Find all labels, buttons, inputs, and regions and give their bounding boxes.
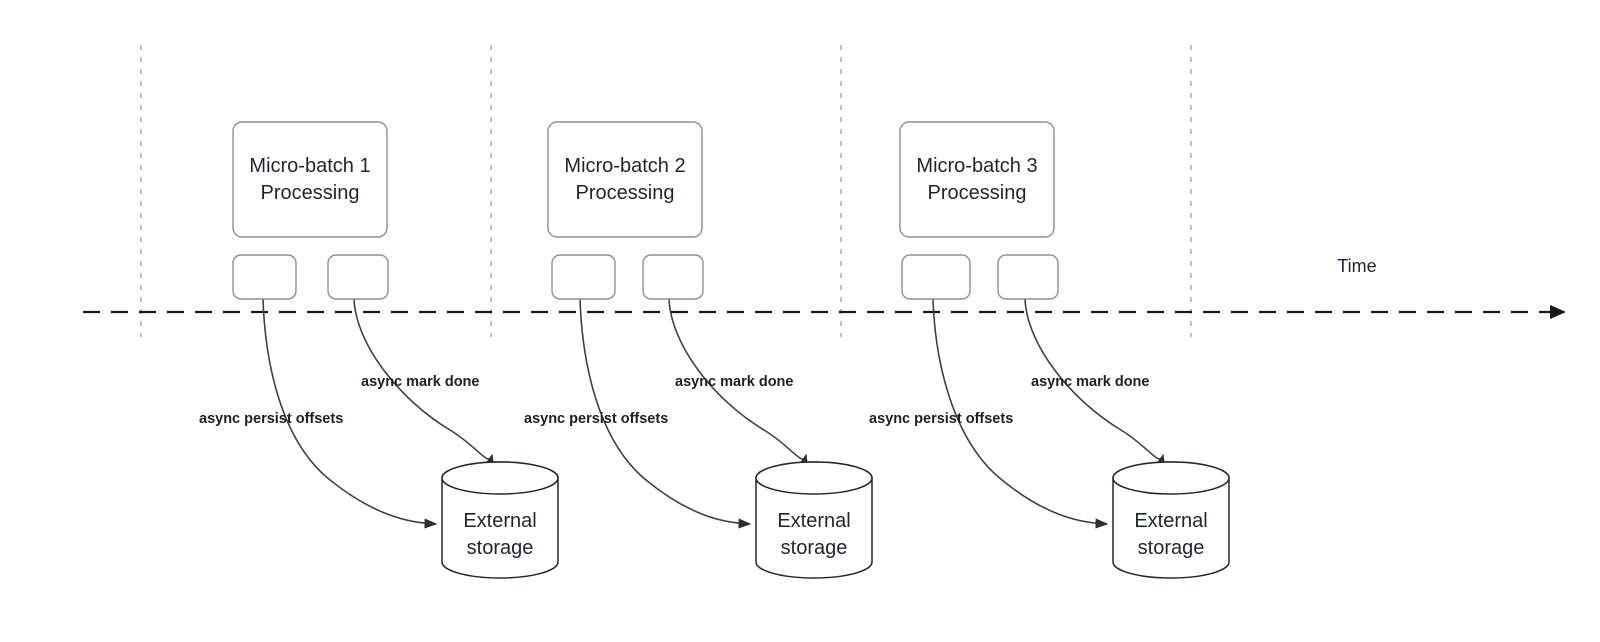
edge-label-mark-done-2: async mark done bbox=[675, 374, 793, 390]
micro-batch-title: Micro-batch 1 bbox=[249, 155, 370, 177]
storage-label-line1: External bbox=[1134, 510, 1207, 532]
micro-batch-title: Micro-batch 2 bbox=[564, 155, 685, 177]
edge-persist-offsets-1 bbox=[262, 298, 438, 529]
edge-label-mark-done-3: async mark done bbox=[1031, 374, 1149, 390]
cylinder-top-ellipse bbox=[1112, 461, 1230, 495]
timeline-axis-layer: Time bbox=[83, 256, 1566, 319]
micro-batch-box[interactable] bbox=[899, 121, 1055, 238]
micro-batch-box[interactable] bbox=[232, 121, 388, 238]
cylinder-top-ellipse bbox=[755, 461, 873, 495]
storage-label-line2: storage bbox=[1138, 537, 1205, 559]
storage-label-line1: External bbox=[777, 510, 850, 532]
task-box-2[interactable] bbox=[997, 254, 1059, 300]
labels-layer: async persist offsets async mark done asyn… bbox=[199, 374, 1149, 427]
task-box-2[interactable] bbox=[327, 254, 389, 300]
task-box-2[interactable] bbox=[642, 254, 704, 300]
edge-persist-offsets-2 bbox=[579, 298, 752, 529]
edge-persist-offsets-3 bbox=[932, 298, 1109, 529]
cylinder-top-ellipse bbox=[441, 461, 559, 495]
edge-label-persist-offsets-1: async persist offsets bbox=[199, 411, 343, 427]
tick-lines-layer bbox=[140, 45, 1192, 337]
storage-label-line2: storage bbox=[781, 537, 848, 559]
edge-label-persist-offsets-2: async persist offsets bbox=[524, 411, 668, 427]
time-axis-label: Time bbox=[1337, 256, 1376, 276]
right-arrow-icon bbox=[1550, 305, 1566, 319]
edge-label-mark-done-1: async mark done bbox=[361, 374, 479, 390]
edges-layer bbox=[262, 298, 1166, 529]
edge-mark-done-2 bbox=[668, 298, 809, 468]
storage-label-line2: storage bbox=[467, 537, 534, 559]
edge-mark-done-3 bbox=[1024, 298, 1166, 468]
micro-batch-subtitle: Processing bbox=[576, 182, 675, 204]
task-box-1[interactable] bbox=[901, 254, 971, 300]
micro-batch-title: Micro-batch 3 bbox=[916, 155, 1037, 177]
edge-label-persist-offsets-3: async persist offsets bbox=[869, 411, 1013, 427]
micro-batch-subtitle: Processing bbox=[261, 182, 360, 204]
storage-label-line1: External bbox=[463, 510, 536, 532]
micro-batch-subtitle: Processing bbox=[928, 182, 1027, 204]
micro-batch-box[interactable] bbox=[547, 121, 703, 238]
task-box-1[interactable] bbox=[232, 254, 297, 300]
edge-mark-done-1 bbox=[353, 298, 495, 468]
task-box-1[interactable] bbox=[551, 254, 616, 300]
